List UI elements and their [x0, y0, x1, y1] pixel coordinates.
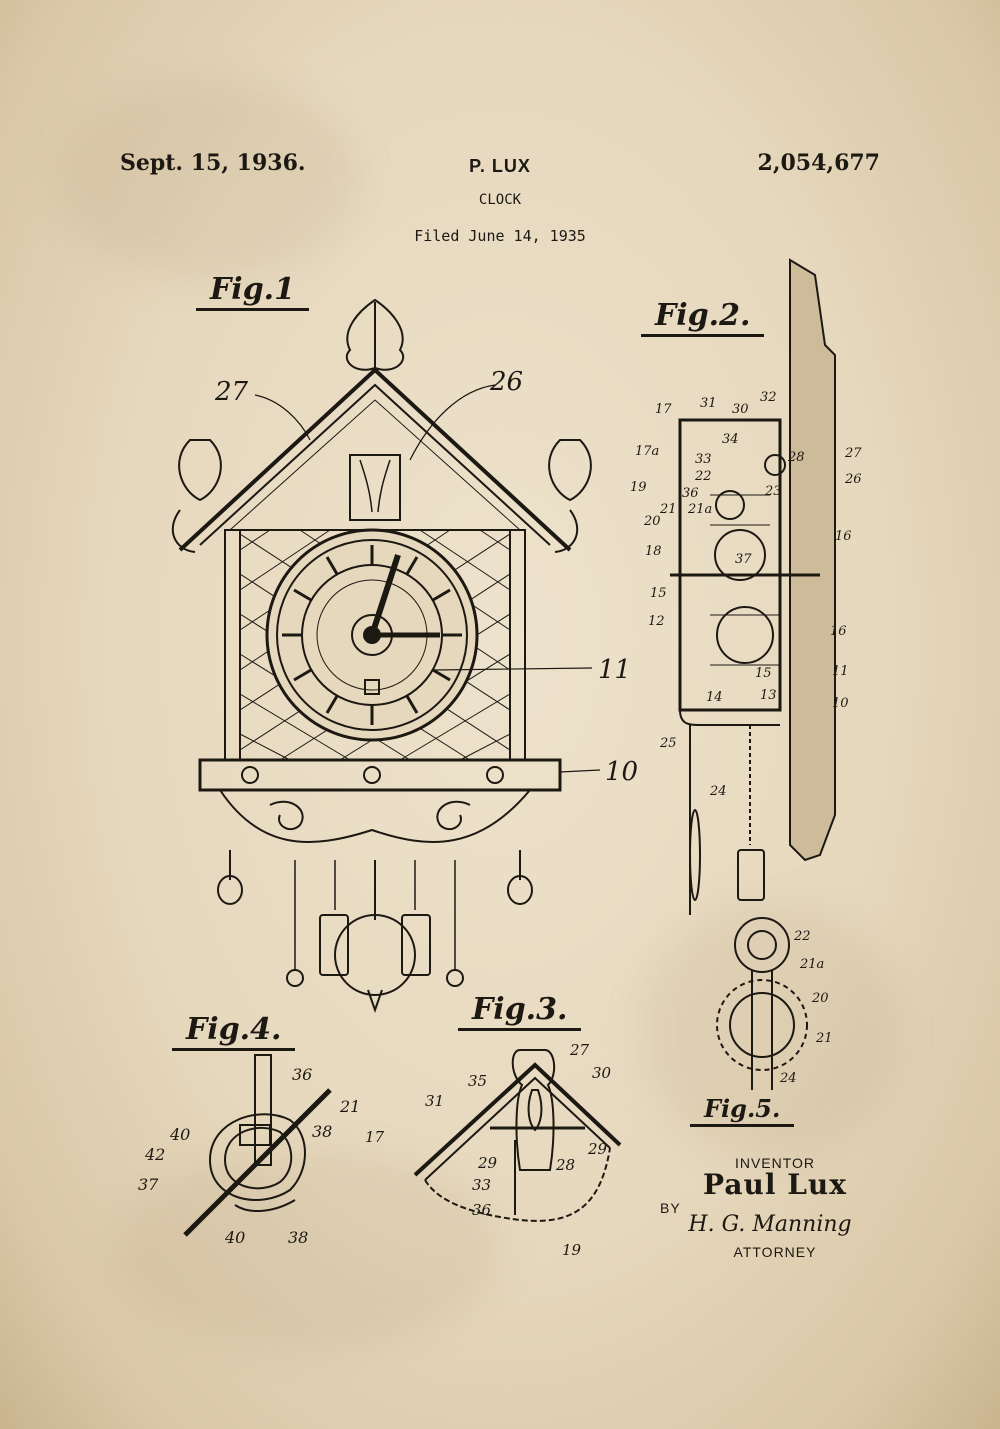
fig2-ref: 33 — [695, 452, 712, 467]
fig2-ref: 21 — [659, 502, 677, 517]
fig1-ref-26: 26 — [489, 367, 523, 397]
fig2-ref: 32 — [760, 390, 777, 405]
fig1-cuckoo-clock-drawing: 27 26 11 10 — [171, 298, 638, 1014]
paper-stain — [120, 1150, 500, 1350]
fig2-ref: 10 — [832, 696, 849, 711]
fig3-ref: 36 — [472, 1201, 492, 1219]
fig2-ref: 28 — [787, 450, 805, 465]
fig2-ref: 22 — [694, 469, 712, 484]
fig4-ref: 40 — [169, 1125, 190, 1144]
fig2-ref: 34 — [722, 432, 739, 447]
fig2-side-section-drawing: 17 31 30 32 17a 34 33 28 27 22 26 19 36 … — [630, 258, 862, 915]
inventor-short-name: P. LUX — [469, 156, 531, 176]
fig1-ref-10: 10 — [605, 757, 638, 787]
filed-date: Filed June 14, 1935 — [414, 227, 586, 245]
fig2-ref: 15 — [650, 586, 667, 601]
patent-title: CLOCK — [478, 192, 522, 208]
fig1-ref-11: 11 — [598, 655, 631, 685]
fig2-label: Fig.2. — [640, 298, 765, 337]
fig2-ref: 15 — [755, 666, 772, 681]
fig4-ref: 38 — [312, 1122, 332, 1141]
fig3-ref: 31 — [425, 1092, 444, 1110]
fig3-ref: 33 — [472, 1176, 491, 1194]
fig2-ref: 26 — [844, 472, 862, 487]
fig5-detail-drawing: 22 21a 20 21 24 — [716, 917, 833, 1090]
fig2-ref: 25 — [659, 736, 677, 751]
fig3-ref: 35 — [468, 1072, 487, 1090]
fig4-ref: 36 — [292, 1065, 312, 1084]
fig2-ref: 30 — [732, 402, 749, 417]
fig3-ref: 28 — [555, 1156, 575, 1174]
patent-number: 2,054,677 — [757, 150, 880, 176]
fig2-ref: 18 — [645, 544, 662, 559]
fig4-ref: 40 — [224, 1228, 245, 1247]
fig2-ref: 11 — [832, 664, 849, 679]
fig2-ref: 31 — [700, 396, 717, 411]
fig2-ref: 20 — [643, 514, 661, 529]
fig1-ref-27: 27 — [214, 377, 249, 407]
fig4-ref: 37 — [138, 1175, 159, 1194]
fig3-ref: 29 — [587, 1140, 608, 1158]
fig4-ref: 21 — [339, 1097, 360, 1116]
fig5-ref: 21 — [815, 1031, 833, 1046]
fig1-label: Fig.1 — [196, 272, 309, 311]
fig2-ref: 12 — [648, 614, 665, 629]
fig3-ref: 29 — [477, 1154, 498, 1172]
fig2-ref: 14 — [706, 690, 723, 705]
fig2-ref: 17a — [635, 444, 659, 459]
paper-stain — [60, 80, 360, 280]
fig4-detail-drawing: 36 21 40 38 42 37 40 38 — [138, 1054, 360, 1247]
fig2-ref: 36 — [682, 486, 699, 501]
fig5-ref: 24 — [779, 1071, 797, 1086]
fig3-ref: 27 — [569, 1041, 590, 1059]
paper-stain — [640, 900, 900, 1160]
fig4-ref: 38 — [288, 1228, 308, 1247]
fig2-ref: 17 — [655, 402, 672, 417]
fig3-ref: 30 — [592, 1064, 612, 1082]
fig2-ref: 13 — [760, 688, 777, 703]
fig5-label: Fig.5. — [689, 1094, 795, 1127]
fig3-detail-drawing: 27 35 30 31 17 29 29 33 28 36 19 — [365, 1041, 622, 1259]
fig2-ref: 19 — [630, 480, 647, 495]
fig2-ref: 23 — [764, 484, 782, 499]
inventor-label: INVENTOR — [734, 1155, 816, 1171]
fig5-ref: 22 — [793, 929, 811, 944]
fig2-ref: 16 — [835, 529, 852, 544]
fig3-ref: 17 — [365, 1128, 385, 1146]
by-label: BY — [660, 1200, 681, 1216]
fig5-ref: 21a — [799, 957, 824, 972]
fig4-label: Fig.4. — [171, 1012, 296, 1051]
fig2-ref: 27 — [844, 446, 862, 461]
fig3-label: Fig.3. — [457, 992, 582, 1031]
attorney-signature: H. G. Manning — [688, 1212, 852, 1237]
fig3-ref: 19 — [562, 1241, 582, 1259]
fig2-ref: 21a — [687, 502, 712, 517]
fig2-ref: 16 — [830, 624, 847, 639]
patent-date: Sept. 15, 1936. — [120, 150, 306, 176]
fig4-ref: 42 — [144, 1145, 165, 1164]
fig2-ref: 37 — [735, 552, 752, 567]
fig2-ref: 24 — [709, 784, 727, 799]
attorney-label: ATTORNEY — [733, 1244, 817, 1260]
fig5-ref: 20 — [811, 991, 829, 1006]
inventor-name: Paul Lux — [703, 1168, 847, 1201]
